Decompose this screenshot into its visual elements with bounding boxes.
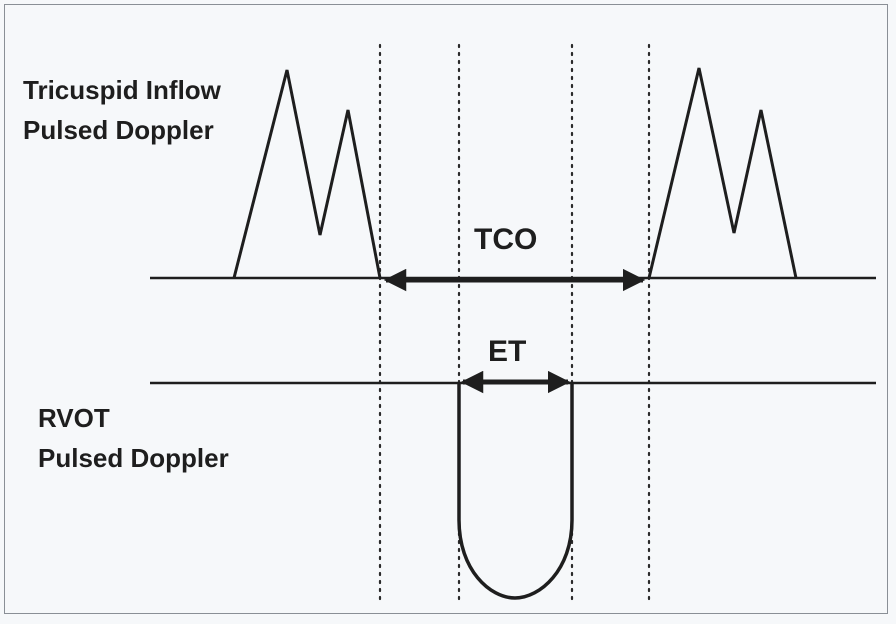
tricuspid-label-line2: Pulsed Doppler (23, 115, 214, 145)
tricuspid-inflow-label: Tricuspid Inflow Pulsed Doppler (23, 70, 221, 150)
rvot-label-line1: RVOT (38, 403, 110, 433)
rvot-label: RVOT Pulsed Doppler (38, 398, 229, 478)
diagram-frame (4, 4, 888, 614)
tricuspid-wave-1 (232, 69, 382, 279)
tricuspid-label-line1: Tricuspid Inflow (23, 75, 221, 105)
et-label: ET (488, 335, 527, 368)
tricuspid-wave-2 (647, 67, 798, 279)
rvot-label-line2: Pulsed Doppler (38, 443, 229, 473)
rvot-flow-wave (457, 383, 574, 600)
tco-label: TCO (474, 223, 538, 256)
